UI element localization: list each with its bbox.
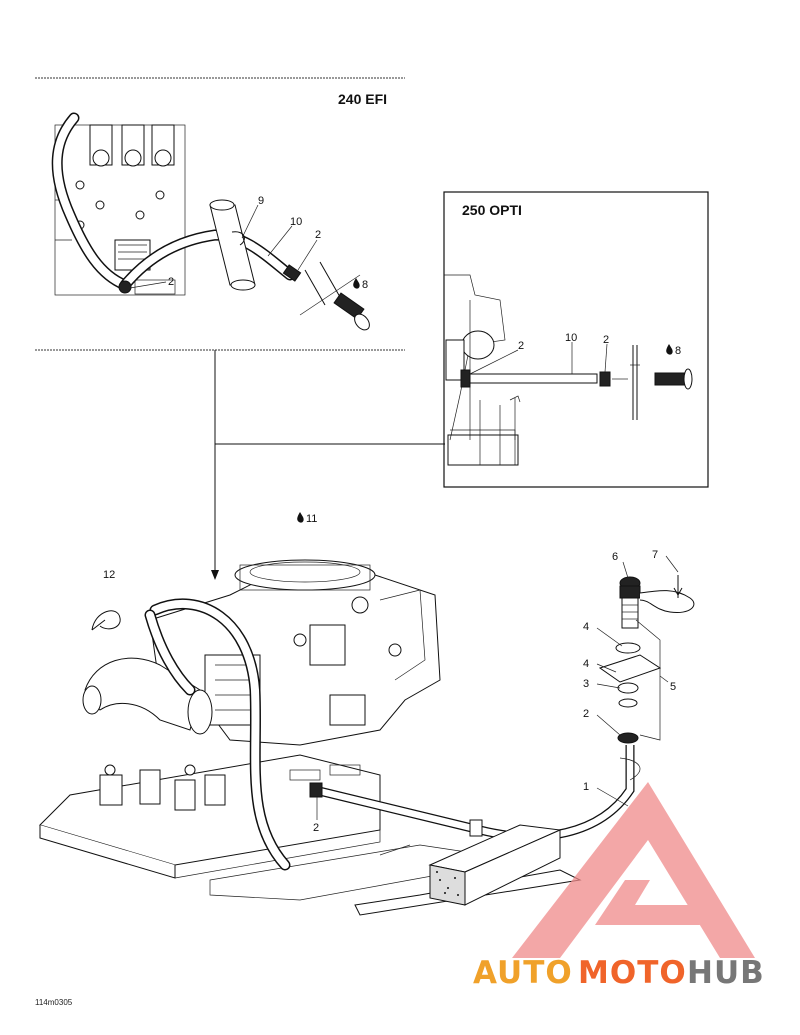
main-assembly: 11 12 6 7 4 4 3 2 5 1 2 <box>39 512 695 916</box>
oil-drop-icon <box>666 344 673 355</box>
svg-text:HUB: HUB <box>687 955 765 991</box>
opti-oil-line <box>461 373 598 384</box>
opti-clamp-left <box>460 369 471 388</box>
efi-clamp-lower <box>118 280 132 294</box>
panel-240-efi: 240 EFI <box>51 91 387 331</box>
oil-drop-icon <box>353 278 360 289</box>
opti-callout-2-right: 2 <box>603 334 609 346</box>
opti-clamp-right <box>599 371 611 387</box>
opti-fitting <box>654 372 686 386</box>
efi-callout-9: 9 <box>258 195 264 207</box>
svg-text:AUTO: AUTO <box>473 955 573 991</box>
panel-250-opti: 250 OPTI 2 10 2 <box>443 191 709 488</box>
svg-text:MOTO: MOTO <box>578 955 687 991</box>
efi-bracket <box>209 199 256 291</box>
efi-callout-2-upper: 2 <box>315 229 321 241</box>
filler-neck-stack <box>598 575 695 781</box>
main-callout-4-upper: 4 <box>583 621 589 633</box>
main-callout-2-deck: 2 <box>313 822 319 834</box>
panel-dividers <box>35 77 445 580</box>
main-callout-4-lower: 4 <box>583 658 589 670</box>
connector-arrow <box>211 570 219 580</box>
main-clamp-2 <box>309 782 323 798</box>
panel-title-250-opti: 250 OPTI <box>462 202 522 218</box>
main-callout-5: 5 <box>670 681 676 693</box>
efi-engine-block <box>54 124 186 296</box>
deck-fixtures <box>99 764 361 811</box>
mid-clamp <box>469 819 483 837</box>
main-callout-6: 6 <box>612 551 618 563</box>
opti-frame <box>443 191 709 488</box>
efi-callout-10: 10 <box>290 216 302 228</box>
efi-callout-8: 8 <box>362 279 368 291</box>
watermark-triangle-icon <box>512 782 755 958</box>
opti-bulkhead <box>630 345 640 420</box>
support-block <box>428 824 562 906</box>
efi-callout-2-lower: 2 <box>168 276 174 288</box>
opti-callout-2-left: 2 <box>518 340 524 352</box>
oil-drop-icon <box>297 512 304 523</box>
watermark-text: AUTO MOTO HUB <box>473 955 765 991</box>
watermark-logo <box>512 782 755 958</box>
opti-callout-8: 8 <box>675 345 681 357</box>
opti-engine-sketch <box>444 274 521 466</box>
main-callout-12: 12 <box>103 569 115 581</box>
panel-title-240-efi: 240 EFI <box>338 91 387 107</box>
main-callout-7: 7 <box>652 549 658 561</box>
main-callout-11: 11 <box>306 513 317 525</box>
main-callout-3: 3 <box>583 678 589 690</box>
tie-wrap <box>91 610 121 631</box>
exhaust-elbow <box>82 657 213 735</box>
opti-callout-10: 10 <box>565 332 577 344</box>
drawing-code: 114m0305 <box>35 998 73 1007</box>
efi-fitting <box>282 261 370 331</box>
main-callout-1: 1 <box>583 781 589 793</box>
main-callout-2-tank: 2 <box>583 708 589 720</box>
